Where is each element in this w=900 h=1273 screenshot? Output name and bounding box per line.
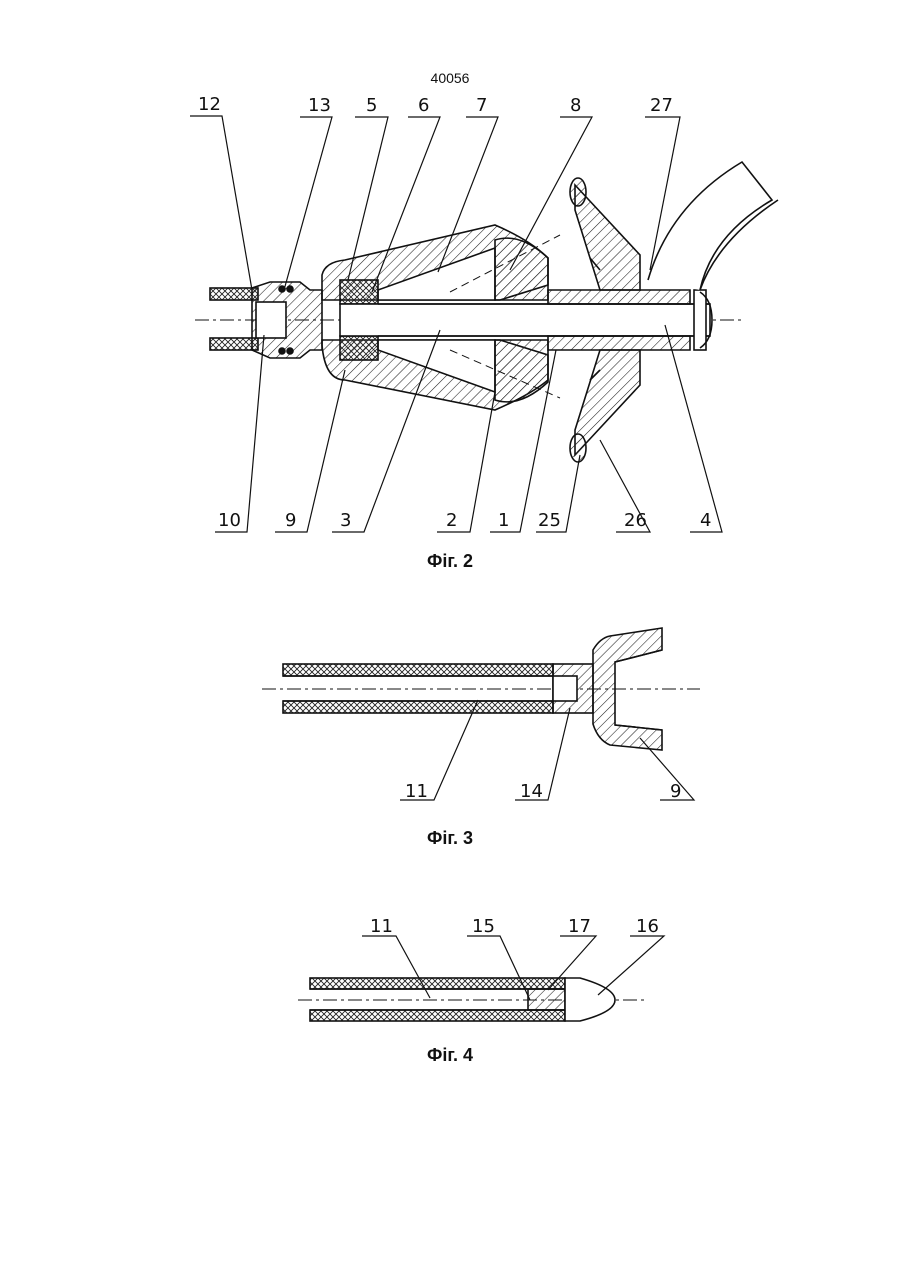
label-3: 3	[340, 510, 351, 531]
figure-3-drawing	[262, 628, 700, 750]
label-7: 7	[476, 95, 487, 116]
label-9: 9	[285, 510, 296, 531]
label-14: 14	[520, 781, 543, 802]
figure-3-caption: Фіг. 3	[0, 828, 900, 849]
figure-4-leaders	[362, 936, 664, 1000]
figure-3-leaders	[400, 700, 694, 800]
label-10: 10	[218, 510, 241, 531]
label-5: 5	[366, 95, 377, 116]
label-16: 16	[636, 916, 659, 937]
label-4: 4	[700, 510, 711, 531]
label-27: 27	[650, 95, 673, 116]
label-15: 15	[472, 916, 495, 937]
figure-3-labels: 11 14 9	[405, 781, 681, 802]
figure-2-caption: Фіг. 2	[0, 551, 900, 572]
label-26: 26	[624, 510, 647, 531]
figure-4-labels: 11 15 17 16	[370, 916, 659, 937]
label-9-fig3: 9	[670, 781, 681, 802]
label-25: 25	[538, 510, 561, 531]
label-6: 6	[418, 95, 429, 116]
label-11: 11	[405, 781, 428, 802]
figure-4-drawing	[298, 978, 645, 1021]
label-8: 8	[570, 95, 581, 116]
label-1: 1	[498, 510, 509, 531]
label-17: 17	[568, 916, 591, 937]
figure-4-caption: Фіг. 4	[0, 1045, 900, 1066]
label-13: 13	[308, 95, 331, 116]
label-11-fig4: 11	[370, 916, 393, 937]
label-2: 2	[446, 510, 457, 531]
label-12: 12	[198, 94, 221, 115]
